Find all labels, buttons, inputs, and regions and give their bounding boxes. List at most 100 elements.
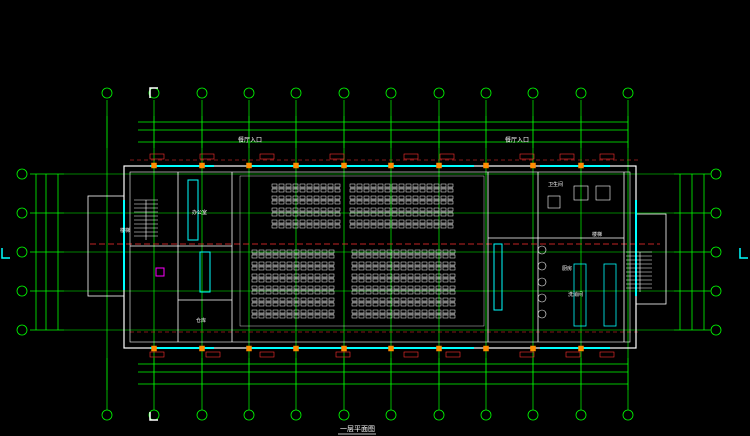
dining-seat: [386, 290, 393, 295]
wall-tag: [149, 351, 165, 358]
dining-seat: [327, 224, 334, 229]
dining-seat: [265, 290, 272, 295]
dining-seat: [426, 195, 433, 200]
dining-seat: [328, 309, 335, 314]
dining-seat: [292, 200, 299, 205]
dining-seat: [351, 249, 358, 254]
dining-seat: [435, 273, 442, 278]
dining-seat: [334, 212, 341, 217]
dining-seat: [300, 302, 307, 307]
dining-seat: [356, 188, 363, 193]
dining-seat: [363, 224, 370, 229]
column: [341, 345, 347, 352]
dining-seat: [391, 207, 398, 212]
dining-seat: [407, 266, 414, 271]
dining-seat: [251, 278, 258, 283]
dining-seat: [314, 314, 321, 319]
column: [293, 345, 299, 352]
dining-seat: [299, 195, 306, 200]
dining-seat: [442, 314, 449, 319]
dining-seat: [265, 266, 272, 271]
dining-seat: [447, 183, 454, 188]
dining-seat: [365, 285, 372, 290]
dining-seat: [306, 183, 313, 188]
dining-seat: [293, 285, 300, 290]
dining-seat: [386, 261, 393, 266]
dining-seat: [365, 261, 372, 266]
dining-seat: [279, 273, 286, 278]
dining-seat: [449, 261, 456, 266]
dining-seat: [426, 224, 433, 229]
dining-seat: [306, 207, 313, 212]
dining-seat: [412, 212, 419, 217]
dining-seat: [414, 309, 421, 314]
dining-seat: [379, 273, 386, 278]
dining-seat: [440, 183, 447, 188]
dining-seat: [414, 297, 421, 302]
dining-seat: [349, 224, 356, 229]
dining-seat: [265, 285, 272, 290]
grid-bubble-bottom: [575, 409, 587, 421]
dining-seat: [428, 261, 435, 266]
stair-label-left: 楼梯: [120, 227, 130, 234]
dining-seat: [251, 302, 258, 307]
dining-seat: [426, 219, 433, 224]
dining-seat: [363, 183, 370, 188]
corner-mark-bottom-left: [149, 412, 158, 421]
dining-seat: [278, 195, 285, 200]
grid-bubble-right: [710, 246, 722, 258]
dining-seat: [370, 188, 377, 193]
dining-seat: [421, 297, 428, 302]
dining-seat: [351, 290, 358, 295]
dining-seat: [407, 285, 414, 290]
corner-mark-left: [1, 248, 10, 259]
dining-seat: [442, 266, 449, 271]
grid-bubble-bottom: [290, 409, 302, 421]
dining-seat: [285, 207, 292, 212]
dining-seat: [412, 183, 419, 188]
dining-seat: [384, 200, 391, 205]
entrance-label-left: 餐厅入口: [238, 136, 262, 144]
dining-seat: [314, 297, 321, 302]
dining-seat: [435, 297, 442, 302]
wall-tag: [259, 153, 275, 160]
dining-seat: [258, 254, 265, 259]
dining-seat: [351, 254, 358, 259]
dining-seat: [428, 297, 435, 302]
dining-seat: [419, 224, 426, 229]
dining-seat: [412, 224, 419, 229]
wall-tag: [439, 153, 455, 160]
kitchen-stove: [537, 277, 547, 287]
dining-seat: [398, 207, 405, 212]
toilet-fixture: [547, 195, 561, 209]
dining-seat: [419, 219, 426, 224]
dining-seat: [356, 224, 363, 229]
dining-seat: [370, 207, 377, 212]
dining-seat: [321, 266, 328, 271]
dining-seat: [421, 302, 428, 307]
dining-seat: [327, 188, 334, 193]
dining-seat: [356, 212, 363, 217]
dining-seat: [349, 183, 356, 188]
dining-seat: [321, 285, 328, 290]
dining-seat: [351, 309, 358, 314]
dining-seat: [393, 309, 400, 314]
dining-seat: [449, 254, 456, 259]
dining-seat: [286, 278, 293, 283]
dining-seat: [351, 278, 358, 283]
grid-bubble-left: [16, 285, 28, 297]
dining-seat: [365, 314, 372, 319]
dining-seat: [435, 278, 442, 283]
elevator-mark: [155, 267, 165, 277]
dining-seat: [442, 285, 449, 290]
dining-seat: [272, 290, 279, 295]
dining-seat: [279, 261, 286, 266]
column: [246, 162, 252, 169]
dining-seat: [300, 249, 307, 254]
wall-tag: [599, 153, 615, 160]
dining-seat: [428, 273, 435, 278]
dining-seat: [384, 207, 391, 212]
dining-seat: [328, 297, 335, 302]
dining-seat: [272, 309, 279, 314]
grid-bubble-top: [243, 87, 255, 99]
